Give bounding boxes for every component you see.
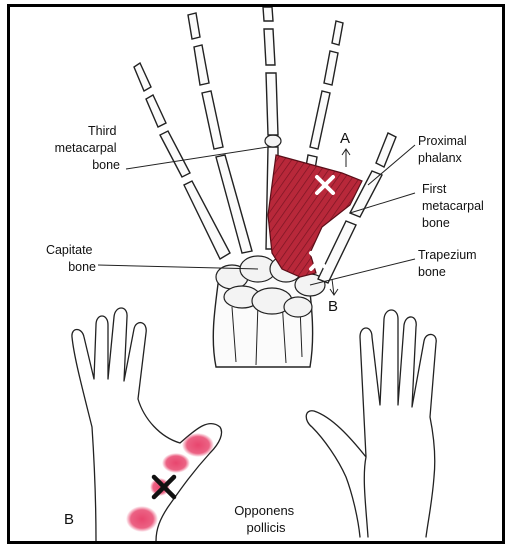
referred-pain-thumb-area [182, 433, 214, 457]
referred-pain-hand [72, 308, 222, 541]
illustration-frame: Third metacarpal bone Capitate bone Prox… [7, 4, 505, 544]
first-metacarpal-bone [318, 221, 356, 283]
label-panel-b: B [64, 511, 74, 528]
label-capitate: Capitate bone [46, 243, 96, 274]
trigger-point-x-lower [311, 253, 327, 269]
outline-hand-right [306, 310, 436, 537]
label-arrow-a: A [340, 130, 350, 147]
label-muscle-name: Opponens pollicis [234, 503, 298, 535]
label-first-metacarpal: First metacarpal bone [422, 182, 487, 230]
label-arrow-b: B [328, 298, 338, 315]
ring-finger-bones [188, 13, 252, 253]
referred-pain-wrist-area [126, 506, 158, 532]
label-trapezium: Trapezium bone [418, 248, 480, 279]
skeletal-hand [134, 7, 396, 367]
arrow-b [330, 279, 338, 295]
label-third-metacarpal: Third metacarpal bone [55, 124, 120, 172]
hand-anatomy-illustration: Third metacarpal bone Capitate bone Prox… [10, 7, 502, 541]
little-finger-bones [134, 63, 230, 259]
arrow-a [342, 149, 350, 167]
label-proximal-phalanx: Proximal phalanx [418, 134, 470, 165]
